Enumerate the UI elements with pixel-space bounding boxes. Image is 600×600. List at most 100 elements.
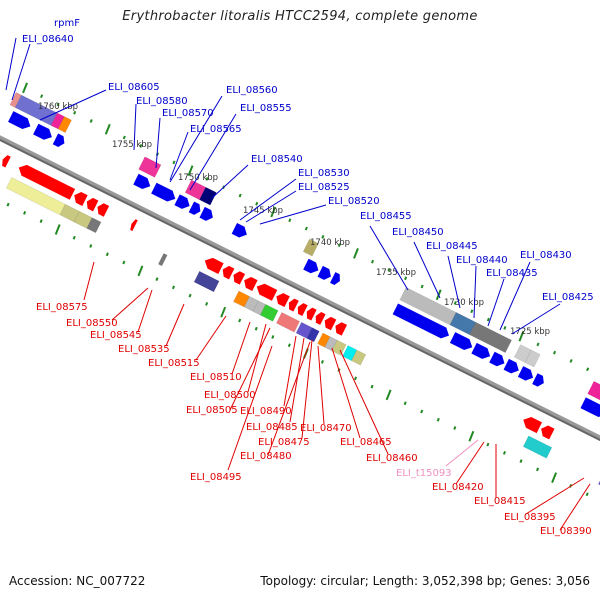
reverse-gene [297,303,308,316]
forward-gene [303,258,319,274]
label-leader-line [447,255,461,309]
label-leader-line [239,178,297,221]
label-leader-line [267,341,311,456]
reverse-gene-label: ELI_08460 [366,453,418,464]
reverse-gene-box [276,312,300,333]
trna-gene-label: ELI_t15093 [396,468,452,479]
tick-mark-upper [453,301,457,305]
reverse-gene [222,265,235,280]
label-leader-line [169,95,223,183]
reverse-gene [204,257,224,274]
tick-mark-lower [171,285,176,290]
reverse-gene-label: ELI_08480 [240,451,292,462]
forward-gene [489,351,505,367]
tick-mark-upper [569,359,573,363]
reverse-gene [315,312,326,325]
accession-text: Accession: NC_007722 [9,574,146,588]
tick-mark-lower [188,293,192,298]
reverse-gene-label: ELI_08490 [240,406,292,417]
forward-gene-label: ELI_08430 [520,250,572,261]
backbone-line [0,135,600,441]
label-leader-line [413,241,441,299]
label-leader-line [169,131,189,181]
reverse-gene-label: ELI_08390 [540,526,592,537]
forward-gene [330,272,340,286]
tick-mark-lower [585,492,589,497]
tick-mark-upper [553,350,557,355]
label-leader-line [487,278,505,327]
reverse-gene [2,155,11,168]
tick-mark-upper [89,119,93,123]
label-leader-line [231,321,251,375]
tick-mark-upper [321,234,325,239]
label-leader-line [165,303,185,347]
tick-mark-lower [137,265,144,277]
label-leader-line [331,347,361,439]
forward-gene [231,222,247,238]
tick-mark-lower [486,442,490,447]
tick-mark-lower [271,335,275,339]
label-leader-line [211,164,249,199]
reverse-gene-label: ELI_08475 [258,437,310,448]
tick-mark-lower [536,467,540,472]
forward-gene [151,182,176,202]
forward-gene [8,111,31,130]
forward-gene-box [302,238,319,257]
tick-mark-upper [172,160,176,165]
tick-mark-lower [502,450,506,455]
reverse-gene-label: ELI_08485 [246,422,298,433]
forward-gene-box [138,156,162,178]
tick-mark-upper [503,325,507,330]
label-leader-line [155,117,161,169]
map-title: Erythrobacter litoralis HTCC2594, comple… [122,9,478,24]
label-leader-line [11,43,31,101]
label-leader-line [189,113,237,191]
backbone-shadow [0,138,600,442]
scale-tick-label: 1725 kbp [510,327,550,337]
tick-mark-lower [6,202,10,207]
tick-mark-upper [304,226,308,231]
tick-mark-upper [122,135,126,140]
tick-mark-lower [354,376,358,381]
tick-mark-upper [40,94,44,99]
forward-gene-label: ELI_08640 [22,34,74,45]
forward-gene-label: ELI_08605 [108,82,160,93]
tick-mark-upper [371,259,375,264]
tick-mark-lower [254,326,258,331]
tick-mark-lower [370,384,374,389]
forward-gene-label: ELI_08520 [328,196,380,207]
tick-mark-lower [122,260,126,265]
reverse-gene [523,417,543,434]
forward-gene [199,206,213,221]
tick-mark-lower [403,401,407,406]
tick-mark-upper [255,201,259,206]
label-leader-line [499,261,531,331]
label-leader-line [283,335,297,407]
reverse-gene-label: ELI_08420 [432,482,484,493]
reverse-gene-label: ELI_08545 [90,330,142,341]
reverse-gene [256,283,278,301]
reverse-gene [97,203,110,217]
label-leader-line [511,303,561,335]
tick-mark-upper [22,82,28,94]
tick-mark-upper [536,342,540,347]
tick-mark-upper [73,110,77,115]
tick-mark-upper [288,218,292,223]
scale-tick-label: 1730 kbp [444,298,484,308]
forward-gene-label: ELI_08525 [298,182,350,193]
tick-mark-lower [468,430,475,442]
tick-mark-upper [238,193,242,198]
label-leader-line [317,345,325,425]
tick-mark-lower [287,343,291,348]
scale-tick-label: 1740 kbp [310,238,350,248]
label-leader-line [259,204,327,225]
reverse-gene-box [157,253,168,267]
tick-mark-lower [551,472,558,484]
forward-gene [503,358,519,374]
reverse-gene [130,219,138,232]
label-leader-line [111,287,149,321]
tick-mark-upper [337,243,341,247]
reverse-gene [335,322,348,336]
label-leader-line [137,289,153,333]
